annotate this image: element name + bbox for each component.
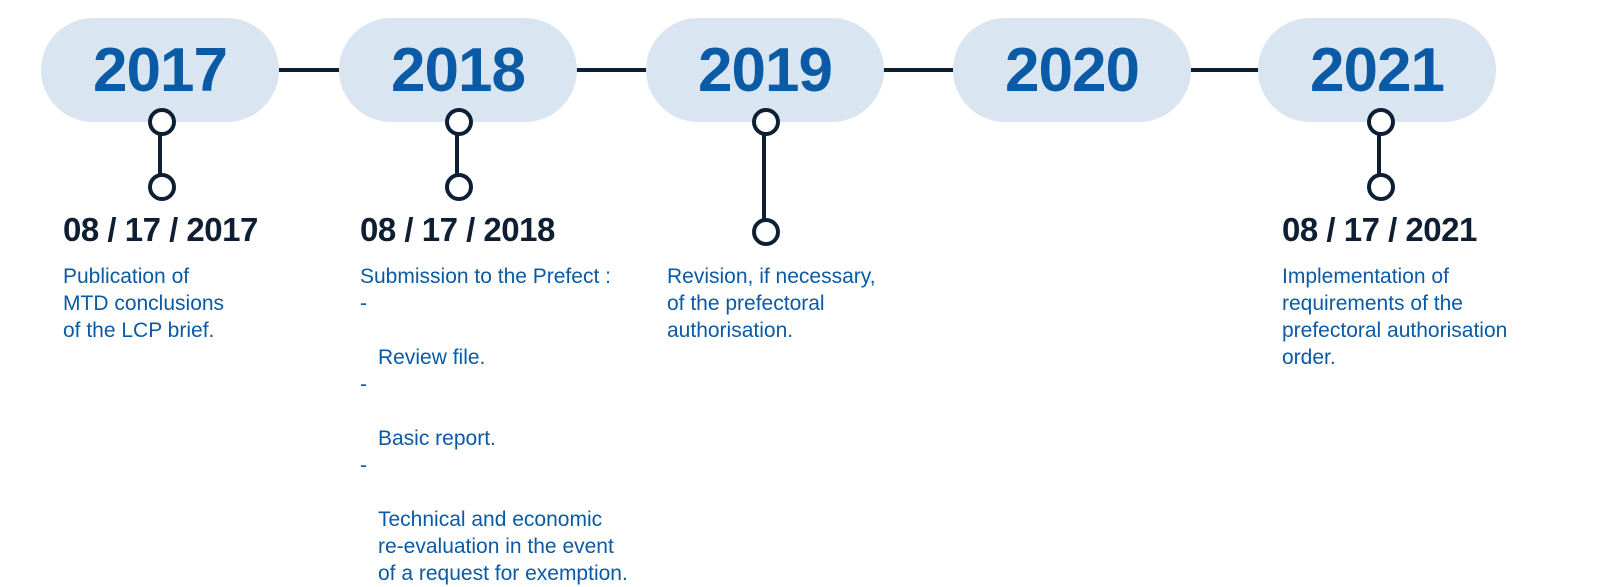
year-pill-2019: 2019 bbox=[646, 18, 884, 122]
year-label-2017: 2017 bbox=[93, 35, 228, 105]
year-pill-2020: 2020 bbox=[953, 18, 1191, 122]
bullet-dash: - bbox=[360, 454, 367, 477]
timeline: 2017 2018 2019 2020 2021 08 / 17 / 2017 … bbox=[41, 18, 1508, 585]
node-top-2017 bbox=[148, 108, 176, 136]
node-top-2018 bbox=[445, 108, 473, 136]
milestone-description-2017: Publication of MTD conclusions of the LC… bbox=[63, 265, 225, 342]
list-item: - Technical and economic re-evaluation i… bbox=[360, 452, 628, 587]
year-label-2020: 2020 bbox=[1005, 35, 1140, 105]
connector-2019-2020 bbox=[882, 68, 953, 72]
milestone-description-2019: Revision, if necessary, of the prefector… bbox=[667, 265, 876, 342]
stem-2017 bbox=[158, 130, 162, 176]
year-pill-2018: 2018 bbox=[339, 18, 577, 122]
node-top-2019 bbox=[752, 108, 780, 136]
list-item-text: Basic report. bbox=[378, 427, 496, 450]
milestone-date-2021: 08 / 17 / 2021 bbox=[1282, 211, 1477, 248]
node-bottom-2019 bbox=[752, 218, 780, 246]
bullet-dash: - bbox=[360, 292, 367, 315]
year-label-2019: 2019 bbox=[698, 35, 833, 105]
milestone-date-2018: 08 / 17 / 2018 bbox=[360, 211, 555, 248]
stem-2019 bbox=[762, 130, 766, 222]
year-pill-2017: 2017 bbox=[41, 18, 279, 122]
connector-2020-2021 bbox=[1189, 68, 1258, 72]
list-item: - Basic report. bbox=[360, 371, 628, 452]
node-bottom-2017 bbox=[148, 173, 176, 201]
list-item: - Review file. bbox=[360, 290, 628, 371]
bullet-dash: - bbox=[360, 373, 367, 396]
year-label-2018: 2018 bbox=[391, 35, 526, 105]
list-item-text: Review file. bbox=[378, 346, 486, 369]
list-item-text: Technical and economic re-evaluation in … bbox=[378, 508, 628, 585]
stem-2018 bbox=[455, 130, 459, 176]
milestone-list-2018: - Review file. - Basic report. - Technic… bbox=[360, 290, 628, 587]
node-top-2021 bbox=[1367, 108, 1395, 136]
node-bottom-2018 bbox=[445, 173, 473, 201]
node-bottom-2021 bbox=[1367, 173, 1395, 201]
year-label-2021: 2021 bbox=[1310, 35, 1445, 105]
milestone-date-2017: 08 / 17 / 2017 bbox=[63, 211, 258, 248]
milestone-description-2021: Implementation of requirements of the pr… bbox=[1282, 265, 1508, 369]
year-pill-2021: 2021 bbox=[1258, 18, 1496, 122]
connector-2018-2019 bbox=[575, 68, 646, 72]
stem-2021 bbox=[1377, 130, 1381, 176]
milestone-description-2018: Submission to the Prefect : bbox=[360, 265, 611, 288]
connector-2017-2018 bbox=[277, 68, 339, 72]
